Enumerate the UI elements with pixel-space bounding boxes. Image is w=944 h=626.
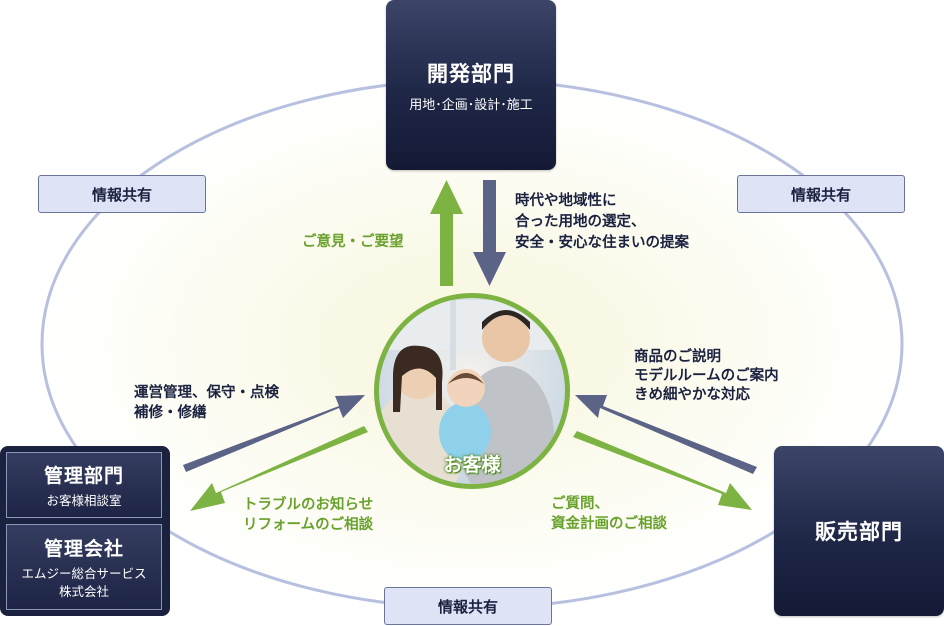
arrow-customer-to-mgmt [190,426,368,511]
management-department-panel: 管理部門 お客様相談室 [6,452,162,518]
management-group-box: 管理部門 お客様相談室 管理会社 エムジー総合サービス 株式会社 [0,446,170,616]
label-line: 安全・安心な住まいの提案 [515,235,689,251]
label-questions-finance: ご質問、 資金計画のご相談 [551,494,667,534]
label-line: 商品のご説明 [634,349,721,365]
management-company-subtitle-line2: 株式会社 [58,583,109,599]
arrow-mgmt-to-customer [183,395,365,472]
customer-label: お客様 [443,454,501,476]
label-sales-services: 商品のご説明 モデルルームのご案内 きめ細やかな対応 [634,348,779,405]
label-management-maintenance: 運営管理、保守・点検 補修・修繕 [134,383,279,423]
label-line: トラブルのお知らせ [243,497,374,513]
label-line: 合った用地の選定、 [515,214,646,230]
management-department-title: 管理部門 [43,464,124,487]
label-opinions-requests: ご意見・ご要望 [302,233,404,252]
management-company-subtitle-line1: エムジー総合サービス [21,565,147,581]
arrow-dev-to-customer [473,180,506,286]
label-line: ご質問、 [551,496,609,512]
management-department-subtitle: お客様相談室 [46,492,122,508]
arrow-customer-to-dev [430,180,463,286]
label-line: リフォームのご相談 [243,517,374,533]
development-department-title: 開発部門 [427,61,515,86]
development-department-subtitle: 用地･企画･設計･施工 [409,97,533,113]
development-department-box: 開発部門 用地･企画･設計･施工 [386,0,556,170]
info-sharing-tag-left: 情報共有 [38,175,206,213]
management-company-subtitle: エムジー総合サービス 株式会社 [21,565,146,601]
arrow-customer-to-sales [573,431,752,510]
sales-department-title: 販売部門 [815,520,903,544]
arrow-sales-to-customer [575,395,757,474]
label-line: きめ細やかな対応 [634,387,750,403]
info-sharing-tag-right: 情報共有 [737,175,905,213]
sales-department-box: 販売部門 [774,446,944,616]
label-land-proposal: 時代や地域性に 合った用地の選定、 安全・安心な住まいの提案 [515,191,689,254]
label-trouble-reform: トラブルのお知らせ リフォームのご相談 [243,495,373,535]
label-line: 時代や地域性に [515,193,617,209]
label-line: モデルルームのご案内 [634,368,779,384]
label-line: 運営管理、保守・点検 [134,385,279,401]
management-company-panel: 管理会社 エムジー総合サービス 株式会社 [6,524,162,610]
management-company-title: 管理会社 [43,537,124,560]
info-sharing-tag-bottom: 情報共有 [384,587,552,625]
label-line: 資金計画のご相談 [551,516,667,532]
label-line: 補修・修繕 [134,405,207,421]
label-line: ご意見・ご要望 [302,234,404,250]
